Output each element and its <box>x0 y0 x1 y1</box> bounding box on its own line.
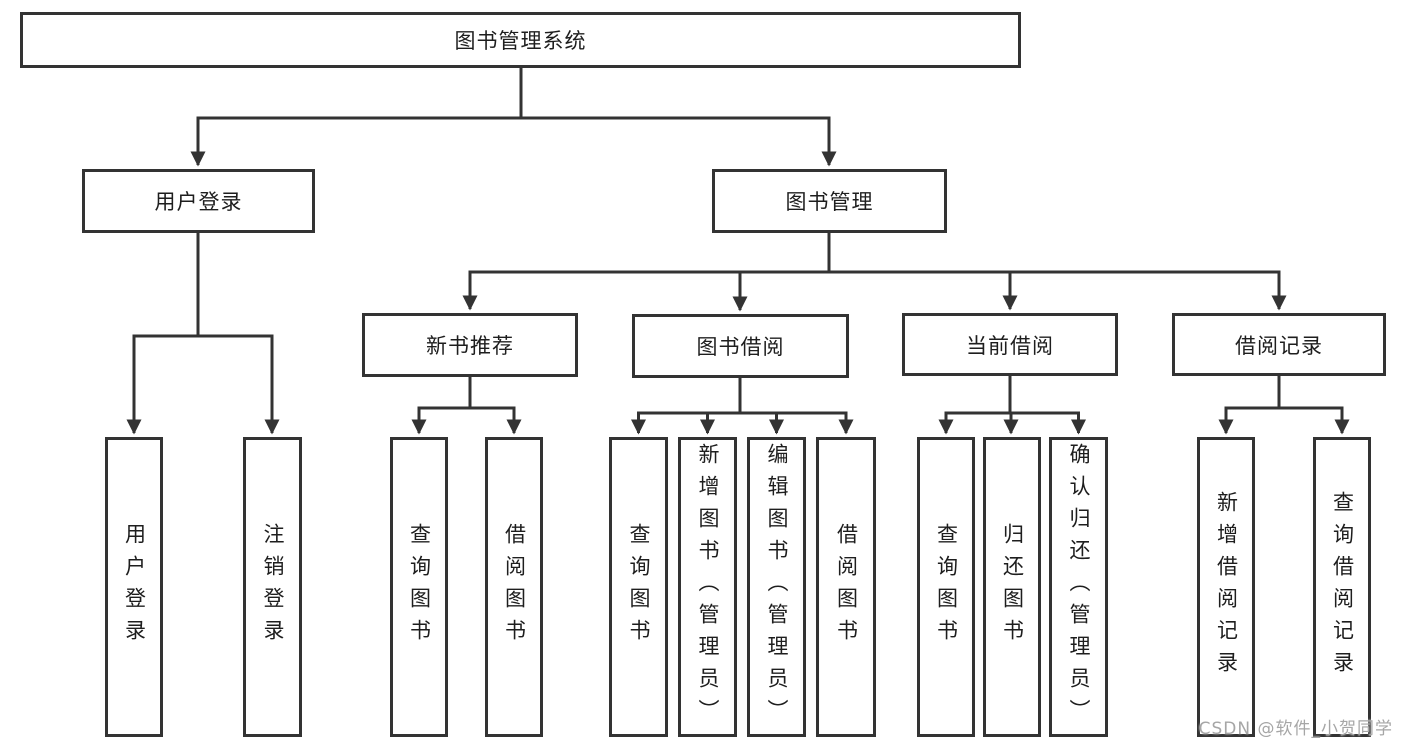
node-new-books-label: 新书推荐 <box>426 334 514 358</box>
node-bb-borrow-label: 借阅图书 <box>834 523 859 651</box>
node-bb-query-label: 查询图书 <box>627 523 651 651</box>
node-root: 图书管理系统 <box>20 12 1021 68</box>
node-book-borrow-label: 图书借阅 <box>696 335 785 359</box>
connector-book-mgmt <box>462 233 1287 312</box>
node-login: 用户登录 <box>105 437 163 737</box>
node-root-label: 图书管理系统 <box>454 29 587 53</box>
node-nb-query: 查询图书 <box>390 437 448 737</box>
node-login-label: 用户登录 <box>122 523 147 651</box>
node-current-borrow: 当前借阅 <box>902 313 1118 376</box>
node-borrow-records: 借阅记录 <box>1172 313 1386 376</box>
node-bb-add: 新增图书（管理员） <box>678 437 737 737</box>
connector-root <box>190 66 837 167</box>
node-logout-label: 注销登录 <box>261 523 285 651</box>
connector-current-borrow <box>938 376 1086 435</box>
connector-book-borrow <box>631 378 854 435</box>
node-cb-return-label: 归还图书 <box>1000 523 1025 651</box>
node-nb-query-label: 查询图书 <box>407 523 432 651</box>
connector-borrow-records <box>1218 376 1350 435</box>
node-br-query-label: 查询借阅记录 <box>1330 491 1355 683</box>
connector-new-books <box>411 377 522 435</box>
node-br-add-label: 新增借阅记录 <box>1214 491 1239 683</box>
connector-user-login <box>126 233 280 435</box>
node-bb-add-label: 新增图书（管理员） <box>696 443 720 731</box>
node-cb-query: 查询图书 <box>917 437 975 737</box>
node-bb-borrow: 借阅图书 <box>816 437 876 737</box>
node-borrow-records-label: 借阅记录 <box>1235 333 1323 358</box>
node-current-borrow-label: 当前借阅 <box>966 333 1054 358</box>
node-br-query: 查询借阅记录 <box>1313 437 1371 737</box>
node-new-books: 新书推荐 <box>362 313 578 377</box>
node-cb-query-label: 查询图书 <box>934 523 959 651</box>
node-logout: 注销登录 <box>243 437 302 737</box>
node-bb-query: 查询图书 <box>609 437 668 737</box>
node-cb-confirm: 确认归还（管理员） <box>1049 437 1108 737</box>
node-user-login-label: 用户登录 <box>154 190 243 214</box>
node-book-mgmt: 图书管理 <box>712 169 947 233</box>
node-book-borrow: 图书借阅 <box>632 314 849 378</box>
node-bb-edit-label: 编辑图书（管理员） <box>765 443 789 731</box>
node-book-mgmt-label: 图书管理 <box>785 190 874 214</box>
node-bb-edit: 编辑图书（管理员） <box>747 437 806 737</box>
node-nb-borrow-label: 借阅图书 <box>502 523 527 651</box>
node-cb-return: 归还图书 <box>983 437 1041 737</box>
watermark-text: CSDN @软件_小贺同学 <box>1198 719 1393 739</box>
node-nb-borrow: 借阅图书 <box>485 437 543 737</box>
node-user-login: 用户登录 <box>82 169 315 233</box>
node-br-add: 新增借阅记录 <box>1197 437 1255 737</box>
node-cb-confirm-label: 确认归还（管理员） <box>1067 443 1091 731</box>
